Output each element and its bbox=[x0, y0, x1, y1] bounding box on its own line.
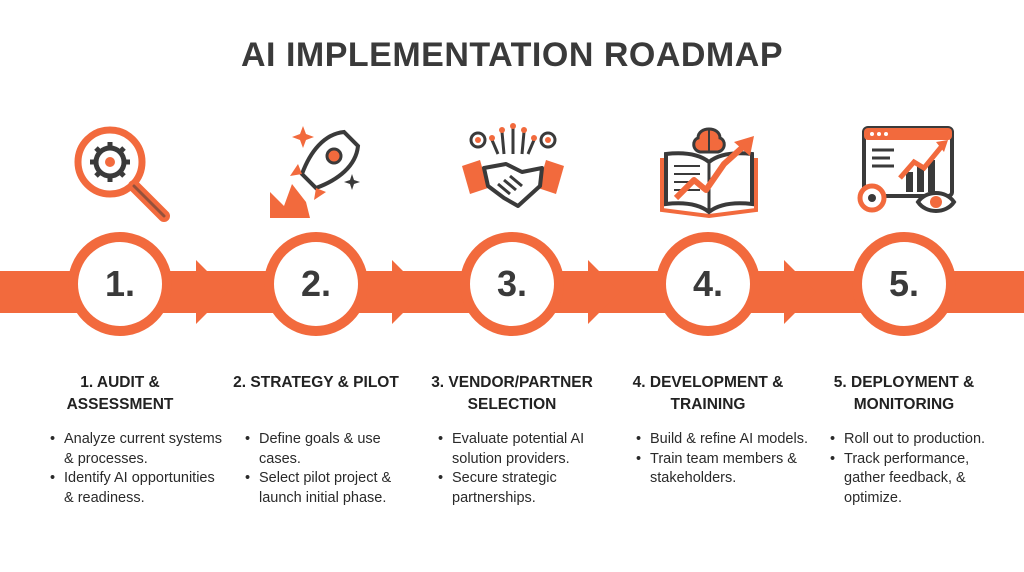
arrow-icon bbox=[196, 260, 228, 324]
step-bullets: Evaluate potential AI solution providers… bbox=[438, 430, 616, 508]
step-number: 5. bbox=[852, 232, 956, 336]
step-bullets: Analyze current systems & processes. Ide… bbox=[50, 430, 228, 508]
step-number: 4. bbox=[656, 232, 760, 336]
bullet-item: Track performance, gather feedback, & op… bbox=[830, 450, 1008, 509]
bullet-item: Train team members & stakeholders. bbox=[636, 450, 814, 489]
step-bullets: Build & refine AI models. Train team mem… bbox=[636, 430, 814, 489]
book-brain-growth-icon bbox=[654, 118, 764, 228]
rocket-icon bbox=[262, 118, 372, 228]
bullet-item: Roll out to production. bbox=[830, 430, 1008, 450]
step-title: 3. VENDOR/PARTNER SELECTION bbox=[431, 374, 593, 413]
step-title: 1. AUDIT & ASSESSMENT bbox=[66, 374, 174, 413]
bullet-item: Define goals & use cases. bbox=[245, 430, 423, 469]
bullet-item: Select pilot project & launch initial ph… bbox=[245, 469, 423, 508]
step-title: 2. STRATEGY & PILOT bbox=[233, 374, 399, 391]
step-title: 5. DEPLOYMENT & MONITORING bbox=[833, 374, 975, 413]
bullet-item: Analyze current systems & processes. bbox=[50, 430, 228, 469]
bullet-item: Identify AI opportunities & readiness. bbox=[50, 469, 228, 508]
dashboard-monitor-icon bbox=[850, 118, 960, 228]
bullet-item: Secure strategic partnerships. bbox=[438, 469, 616, 508]
magnifier-gear-icon bbox=[66, 118, 176, 228]
step-bullets: Roll out to production. Track performanc… bbox=[830, 430, 1008, 508]
step-number: 1. bbox=[68, 232, 172, 336]
arrow-icon bbox=[392, 260, 424, 324]
step-number: 3. bbox=[460, 232, 564, 336]
handshake-icon bbox=[458, 118, 568, 228]
page-title: AI IMPLEMENTATION ROADMAP bbox=[241, 36, 783, 74]
bullet-item: Evaluate potential AI solution providers… bbox=[438, 430, 616, 469]
arrow-icon bbox=[588, 260, 620, 324]
step-bullets: Define goals & use cases. Select pilot p… bbox=[245, 430, 423, 508]
step-number: 2. bbox=[264, 232, 368, 336]
step-title: 4. DEVELOPMENT & TRAINING bbox=[632, 374, 784, 413]
arrow-icon bbox=[784, 260, 816, 324]
bullet-item: Build & refine AI models. bbox=[636, 430, 814, 450]
